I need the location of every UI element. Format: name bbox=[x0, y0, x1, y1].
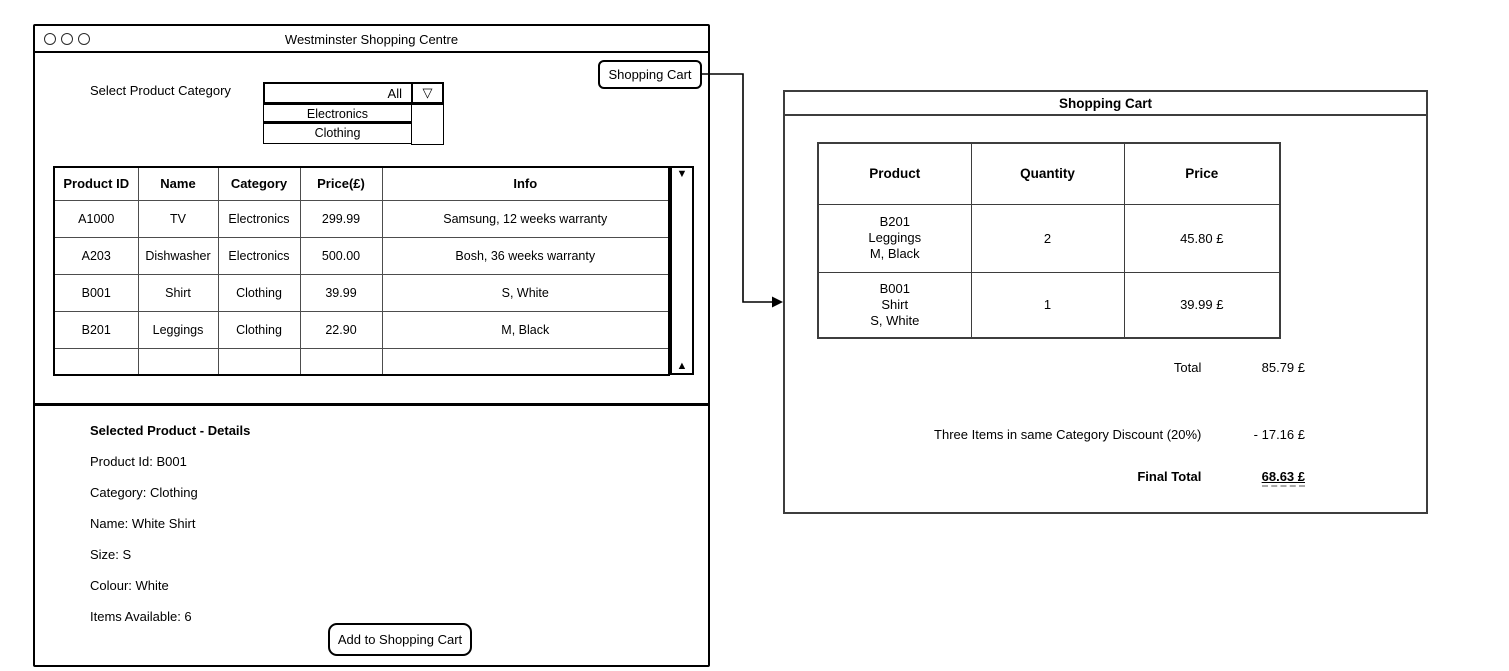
cart-item-quantity: 1 bbox=[970, 271, 1125, 339]
cart-item-row: B201 Leggings M, Black 2 45.80 £ bbox=[817, 203, 1281, 273]
product-table-cell: 22.90 bbox=[299, 310, 383, 349]
selected-category-value: All bbox=[387, 86, 402, 101]
product-table-cell: A1000 bbox=[53, 199, 139, 238]
product-table-cell: S, White bbox=[381, 273, 670, 312]
scroll-arrow-up-icon[interactable]: ▲ bbox=[676, 360, 688, 372]
product-table-cell bbox=[217, 347, 301, 376]
product-table-cell: Clothing bbox=[217, 273, 301, 312]
cart-window-titlebar: Shopping Cart bbox=[785, 92, 1426, 116]
chevron-down-icon: ▽ bbox=[422, 85, 433, 100]
product-table-scrollbar[interactable]: ▼ ▲ bbox=[670, 166, 694, 375]
product-table: Product ID Name Category Price(£) Info A… bbox=[53, 166, 670, 376]
cart-item-product: B001 Shirt S, White bbox=[817, 271, 972, 339]
dropdown-scroll-rail[interactable] bbox=[411, 104, 444, 145]
category-label: Select Product Category bbox=[90, 83, 231, 98]
product-table-cell: 299.99 bbox=[299, 199, 383, 238]
shopping-cart-button[interactable]: Shopping Cart bbox=[598, 60, 702, 89]
product-table-cell bbox=[137, 347, 219, 376]
product-table-header-cell: Product ID bbox=[53, 166, 139, 201]
final-total-value: 68.63 £ bbox=[1261, 469, 1305, 487]
details-size: Size: S bbox=[90, 547, 132, 562]
window-control-icon[interactable] bbox=[78, 33, 90, 45]
cart-window-title: Shopping Cart bbox=[1059, 96, 1152, 111]
details-product-id: Product Id: B001 bbox=[90, 454, 187, 469]
dropdown-option-electronics[interactable]: Electronics bbox=[264, 105, 411, 124]
cart-table-header-cell: Price bbox=[1123, 142, 1281, 205]
product-table-cell: M, Black bbox=[381, 310, 670, 349]
product-table-cell bbox=[299, 347, 383, 376]
product-table-row[interactable]: B201 Leggings Clothing 22.90 M, Black bbox=[53, 310, 670, 349]
main-window: Westminster Shopping Centre Shopping Car… bbox=[33, 24, 710, 667]
cart-item-price: 39.99 £ bbox=[1123, 271, 1281, 339]
window-controls bbox=[44, 33, 90, 45]
product-table-cell bbox=[381, 347, 670, 376]
discount-label: Three Items in same Category Discount (2… bbox=[934, 427, 1202, 442]
product-table-header-cell: Price(£) bbox=[299, 166, 383, 201]
details-name: Name: White Shirt bbox=[90, 516, 196, 531]
main-window-titlebar: Westminster Shopping Centre bbox=[35, 26, 708, 53]
cart-table-header-cell: Quantity bbox=[970, 142, 1125, 205]
dropdown-arrow-box[interactable]: ▽ bbox=[411, 84, 442, 102]
selected-product-details: Selected Product - Details Product Id: B… bbox=[90, 424, 250, 641]
product-table-cell: Shirt bbox=[137, 273, 219, 312]
cart-table-header-row: Product Quantity Price bbox=[817, 142, 1281, 205]
product-table-cell: Bosh, 36 weeks warranty bbox=[381, 236, 670, 275]
add-to-cart-button[interactable]: Add to Shopping Cart bbox=[328, 623, 472, 656]
details-category: Category: Clothing bbox=[90, 485, 198, 500]
product-table-cell: Dishwasher bbox=[137, 236, 219, 275]
product-table-cell: Electronics bbox=[217, 199, 301, 238]
product-table-row[interactable]: A1000 TV Electronics 299.99 Samsung, 12 … bbox=[53, 199, 670, 238]
cart-table-header-cell: Product bbox=[817, 142, 972, 205]
product-table-header-cell: Name bbox=[137, 166, 219, 201]
window-control-icon[interactable] bbox=[44, 33, 56, 45]
product-table-cell: Clothing bbox=[217, 310, 301, 349]
product-table-cell: TV bbox=[137, 199, 219, 238]
dropdown-option-clothing[interactable]: Clothing bbox=[314, 126, 361, 140]
details-items-available: Items Available: 6 bbox=[90, 609, 192, 624]
cart-final-total-row: Final Total 68.63 £ bbox=[785, 469, 1305, 487]
cart-total-row: Total 85.79 £ bbox=[785, 360, 1305, 375]
product-table-header-cell: Category bbox=[217, 166, 301, 201]
cart-table: Product Quantity Price B201 Leggings M, … bbox=[817, 142, 1281, 339]
final-total-label: Final Total bbox=[1137, 469, 1202, 484]
cart-discount-row: Three Items in same Category Discount (2… bbox=[785, 427, 1305, 442]
window-control-icon[interactable] bbox=[61, 33, 73, 45]
cart-item-row: B001 Shirt S, White 1 39.99 £ bbox=[817, 271, 1281, 339]
product-table-cell: 500.00 bbox=[299, 236, 383, 275]
cart-item-quantity: 2 bbox=[970, 203, 1125, 273]
product-table-cell bbox=[53, 347, 139, 376]
category-option-list: Electronics Clothing bbox=[263, 104, 412, 144]
section-divider bbox=[35, 403, 708, 406]
product-table-cell: Electronics bbox=[217, 236, 301, 275]
product-table-row[interactable]: B001 Shirt Clothing 39.99 S, White bbox=[53, 273, 670, 312]
product-table-cell: Samsung, 12 weeks warranty bbox=[381, 199, 670, 238]
scroll-arrow-down-icon[interactable]: ▼ bbox=[676, 168, 688, 180]
total-label: Total bbox=[1173, 360, 1202, 375]
cart-item-product: B201 Leggings M, Black bbox=[817, 203, 972, 273]
discount-value: - 17.16 £ bbox=[1253, 427, 1305, 442]
details-heading: Selected Product - Details bbox=[90, 423, 251, 438]
category-select[interactable]: All ▽ bbox=[263, 82, 444, 104]
main-window-title: Westminster Shopping Centre bbox=[284, 32, 459, 47]
product-table-cell: B001 bbox=[53, 273, 139, 312]
product-table-cell: 39.99 bbox=[299, 273, 383, 312]
cart-item-price: 45.80 £ bbox=[1123, 203, 1281, 273]
product-table-cell: A203 bbox=[53, 236, 139, 275]
cart-window: Shopping Cart Product Quantity Price B20… bbox=[783, 90, 1428, 514]
product-table-cell: Leggings bbox=[137, 310, 219, 349]
product-table-cell: B201 bbox=[53, 310, 139, 349]
product-table-empty-row bbox=[53, 347, 670, 376]
total-value: 85.79 £ bbox=[1261, 360, 1305, 375]
product-table-header-cell: Info bbox=[381, 166, 670, 201]
product-table-header-row: Product ID Name Category Price(£) Info bbox=[53, 166, 670, 201]
category-dropdown: All ▽ Electronics Clothing bbox=[263, 82, 444, 145]
product-table-row[interactable]: A203 Dishwasher Electronics 500.00 Bosh,… bbox=[53, 236, 670, 275]
details-colour: Colour: White bbox=[90, 578, 169, 593]
